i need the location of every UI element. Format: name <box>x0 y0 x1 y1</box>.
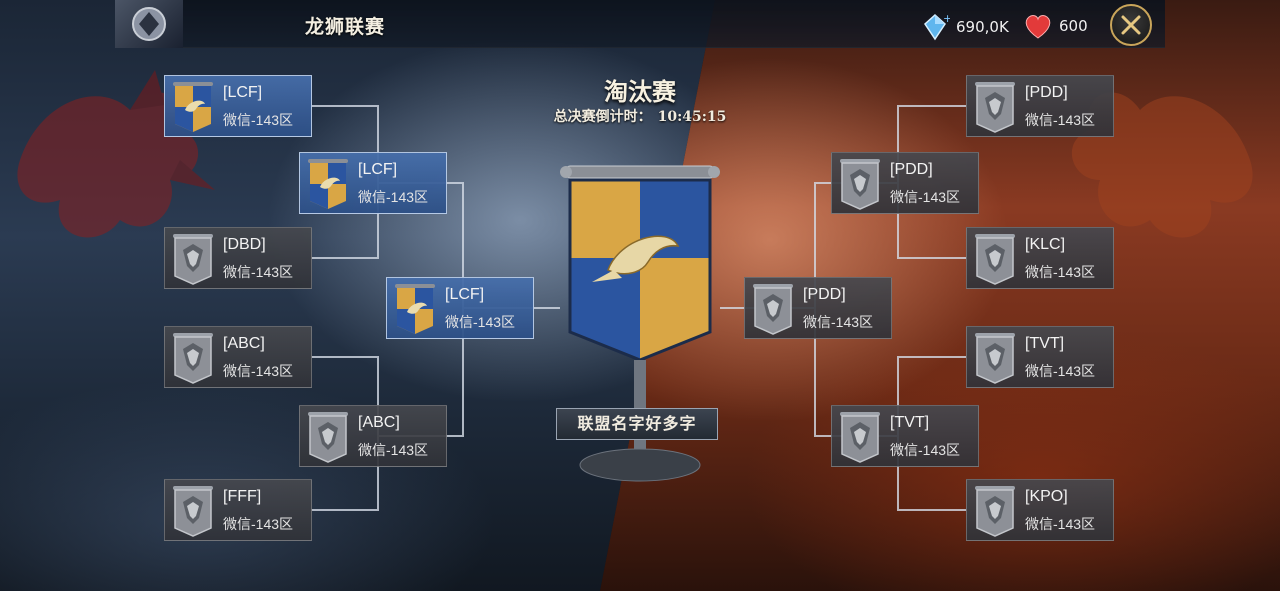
bracket-entry[interactable]: [TVT] 微信-143区 <box>831 405 979 467</box>
alliance-tag: [TVT] <box>890 414 930 431</box>
bracket-entry[interactable]: [ABC] 微信-143区 <box>299 405 447 467</box>
countdown-time: 10:45:15 <box>657 109 727 125</box>
server-name: 微信-143区 <box>223 363 294 379</box>
alliance-tag: [LCF] <box>223 84 263 101</box>
bracket-entry[interactable]: [PDD] 微信-143区 <box>744 277 892 339</box>
page-title: 龙狮联赛 <box>305 16 386 38</box>
bracket-entry[interactable]: [LCF] 微信-143区 <box>164 75 312 137</box>
alliance-shield-icon <box>173 82 213 132</box>
server-name: 微信-143区 <box>223 264 294 280</box>
server-name: 微信-143区 <box>1025 363 1096 379</box>
bracket-entry[interactable]: [KLC] 微信-143区 <box>966 227 1114 289</box>
close-icon <box>1121 15 1141 35</box>
league-emblem-icon <box>115 0 183 48</box>
server-name: 微信-143区 <box>1025 516 1096 532</box>
server-name: 微信-143区 <box>445 314 516 330</box>
alliance-shield-icon <box>395 284 435 334</box>
bracket-entry[interactable]: [PDD] 微信-143区 <box>966 75 1114 137</box>
server-name: 微信-143区 <box>890 442 961 458</box>
alliance-shield-icon <box>753 284 793 335</box>
alliance-shield-icon <box>840 159 880 210</box>
close-button[interactable] <box>1110 4 1152 46</box>
heart-amount: 600 <box>1059 17 1088 35</box>
alliance-tag: [ABC] <box>223 335 265 352</box>
alliance-tag: [TVT] <box>1025 335 1065 352</box>
winner-alliance-name: 联盟名字好多字 <box>556 408 718 440</box>
alliance-shield-icon <box>840 412 880 463</box>
bracket-entry[interactable]: [FFF] 微信-143区 <box>164 479 312 541</box>
server-name: 微信-143区 <box>358 442 429 458</box>
alliance-tag: [ABC] <box>358 414 400 431</box>
alliance-shield-icon <box>308 159 348 209</box>
alliance-tag: [LCF] <box>445 286 485 303</box>
alliance-tag: [PDD] <box>890 161 933 178</box>
server-name: 微信-143区 <box>223 516 294 532</box>
bracket-entry[interactable]: [LCF] 微信-143区 <box>386 277 534 339</box>
bracket-entry[interactable]: [KPO] 微信-143区 <box>966 479 1114 541</box>
alliance-tag: [LCF] <box>358 161 398 178</box>
server-name: 微信-143区 <box>890 189 961 205</box>
server-name: 微信-143区 <box>223 112 294 128</box>
champion-banner-icon <box>560 165 720 482</box>
alliance-shield-icon <box>975 333 1015 384</box>
bracket-entry[interactable]: [TVT] 微信-143区 <box>966 326 1114 388</box>
alliance-tag: [PDD] <box>803 286 846 303</box>
final-countdown: 总决赛倒计时： 10:45:15 <box>500 106 780 126</box>
alliance-tag: [DBD] <box>223 236 266 253</box>
bracket-entry[interactable]: [LCF] 微信-143区 <box>299 152 447 214</box>
lion-sigil-icon <box>1071 92 1253 238</box>
crystal-icon: + <box>924 12 950 41</box>
alliance-shield-icon <box>975 486 1015 537</box>
alliance-shield-icon <box>173 333 213 384</box>
server-name: 微信-143区 <box>358 189 429 205</box>
server-name: 微信-143区 <box>1025 112 1096 128</box>
dragon-sigil-icon <box>17 70 215 238</box>
bracket-entry[interactable]: [PDD] 微信-143区 <box>831 152 979 214</box>
alliance-shield-icon <box>173 486 213 537</box>
alliance-tag: [KPO] <box>1025 488 1068 505</box>
heart-currency[interactable]: 600 <box>1023 12 1088 40</box>
crystal-amount: 690,0K <box>956 18 1009 36</box>
alliance-shield-icon <box>173 234 213 285</box>
server-name: 微信-143区 <box>803 314 874 330</box>
server-name: 微信-143区 <box>1025 264 1096 280</box>
heart-icon <box>1025 15 1051 39</box>
bracket-entry[interactable]: [DBD] 微信-143区 <box>164 227 312 289</box>
alliance-tag: [FFF] <box>223 488 262 505</box>
crystal-currency[interactable]: + 690,0K <box>920 12 1009 42</box>
bracket-entry[interactable]: [ABC] 微信-143区 <box>164 326 312 388</box>
alliance-shield-icon <box>308 412 348 463</box>
alliance-shield-icon <box>975 234 1015 285</box>
stage-title: 淘汰赛 <box>604 77 676 106</box>
alliance-tag: [PDD] <box>1025 84 1068 101</box>
alliance-shield-icon <box>975 82 1015 133</box>
countdown-label: 总决赛倒计时： <box>553 109 652 125</box>
svg-text:+: + <box>943 12 950 25</box>
top-bar: 龙狮联赛 + 690,0K 600 <box>115 0 1165 48</box>
alliance-tag: [KLC] <box>1025 236 1066 253</box>
